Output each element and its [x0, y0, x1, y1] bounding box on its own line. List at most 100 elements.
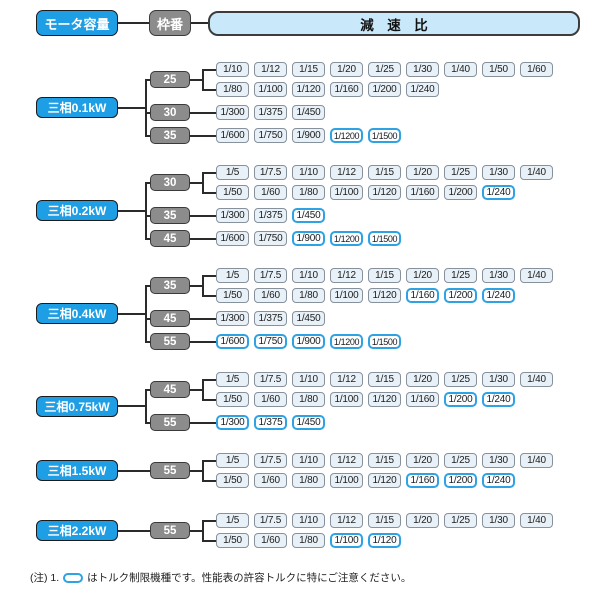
- ratio-box: 1/25: [444, 165, 477, 180]
- frame-number-box: 25: [150, 71, 190, 88]
- ratio-box: 1/40: [444, 62, 477, 77]
- ratio-box-torque-limited: 1/1200: [330, 334, 363, 349]
- connector-line: [145, 284, 147, 343]
- connector-line: [190, 469, 203, 472]
- ratio-box: 1/300: [216, 311, 249, 326]
- ratio-box: 1/30: [482, 453, 515, 468]
- ratio-box: 1/12: [254, 62, 287, 77]
- connector-line: [203, 479, 216, 482]
- ratio-box-torque-limited: 1/1500: [368, 231, 401, 246]
- connector-line: [190, 284, 203, 287]
- connector-line: [202, 274, 204, 297]
- connector-line: [146, 78, 150, 81]
- frame-number-box: 45: [150, 310, 190, 327]
- ratio-box: 1/25: [444, 268, 477, 283]
- connector-line: [203, 378, 216, 381]
- ratio-box: 1/10: [216, 62, 249, 77]
- ratio-box-torque-limited: 1/200: [444, 392, 477, 407]
- connector-line: [190, 214, 216, 217]
- ratio-box: 1/80: [292, 288, 325, 303]
- ratio-box: 1/5: [216, 453, 249, 468]
- ratio-box: 1/375: [254, 105, 287, 120]
- ratio-box: 1/20: [330, 62, 363, 77]
- frame-number-box: 45: [150, 230, 190, 247]
- ratio-box: 1/15: [368, 165, 401, 180]
- ratio-box: 1/10: [292, 268, 325, 283]
- ratio-box: 1/10: [292, 513, 325, 528]
- ratio-box-torque-limited: 1/375: [254, 415, 287, 430]
- frame-number-box: 55: [150, 414, 190, 431]
- motor-capacity-box: 三相0.2kW: [36, 200, 118, 221]
- ratio-box: 1/450: [292, 311, 325, 326]
- connector-line: [146, 134, 150, 137]
- ratio-box: 1/15: [368, 372, 401, 387]
- ratio-box: 1/300: [216, 208, 249, 223]
- ratio-box-torque-limited: 1/160: [406, 473, 439, 488]
- ratio-box: 1/60: [254, 473, 287, 488]
- ratio-box-torque-limited: 1/1500: [368, 334, 401, 349]
- ratio-box: 1/12: [330, 372, 363, 387]
- ratio-box-torque-limited: 1/240: [482, 288, 515, 303]
- ratio-box: 1/15: [292, 62, 325, 77]
- ratio-box: 1/60: [254, 533, 287, 548]
- ratio-box: 1/30: [482, 268, 515, 283]
- ratio-box: 1/750: [254, 231, 287, 246]
- ratio-box: 1/50: [216, 288, 249, 303]
- connector-line: [202, 459, 204, 482]
- ratio-box: 1/120: [292, 82, 325, 97]
- ratio-box: 1/80: [292, 533, 325, 548]
- connector-line: [146, 317, 150, 320]
- ratio-box: 1/450: [292, 105, 325, 120]
- ratio-box-torque-limited: 1/200: [444, 473, 477, 488]
- ratio-box: 1/7.5: [254, 513, 287, 528]
- connector-line: [146, 421, 150, 424]
- ratio-box: 1/50: [482, 62, 515, 77]
- connector-line: [146, 237, 150, 240]
- frame-number-header: 枠番: [149, 10, 191, 36]
- motor-capacity-box: 三相0.4kW: [36, 303, 118, 324]
- reduction-ratio-header: 減 速 比: [208, 11, 580, 36]
- ratio-box: 1/30: [406, 62, 439, 77]
- connector-line: [203, 274, 216, 277]
- ratio-box: 1/12: [330, 513, 363, 528]
- ratio-box: 1/60: [254, 185, 287, 200]
- ratio-box-torque-limited: 1/900: [292, 334, 325, 349]
- ratio-box-torque-limited: 1/450: [292, 415, 325, 430]
- ratio-box: 1/25: [444, 513, 477, 528]
- ratio-box: 1/160: [406, 185, 439, 200]
- connector-line: [203, 191, 216, 194]
- ratio-box: 1/30: [482, 165, 515, 180]
- ratio-box: 1/25: [444, 453, 477, 468]
- ratio-box: 1/750: [254, 128, 287, 143]
- ratio-box: 1/12: [330, 453, 363, 468]
- ratio-box: 1/80: [292, 392, 325, 407]
- frame-number-box: 55: [150, 462, 190, 479]
- ratio-box: 1/20: [406, 513, 439, 528]
- ratio-box: 1/30: [482, 372, 515, 387]
- connector-line: [203, 459, 216, 462]
- connector-line: [145, 181, 147, 240]
- ratio-box: 1/50: [216, 533, 249, 548]
- frame-number-box: 30: [150, 174, 190, 191]
- connector-line: [146, 214, 150, 217]
- motor-capacity-box: 三相0.75kW: [36, 395, 118, 417]
- ratio-box-torque-limited: 1/750: [254, 334, 287, 349]
- connector-line: [203, 519, 216, 522]
- ratio-box: 1/7.5: [254, 372, 287, 387]
- ratio-box: 1/60: [254, 288, 287, 303]
- motor-capacity-header: モータ容量: [36, 10, 118, 36]
- connector-line: [190, 78, 203, 81]
- frame-number-box: 35: [150, 207, 190, 224]
- connector-line: [203, 68, 216, 71]
- ratio-box: 1/5: [216, 372, 249, 387]
- connector-line: [118, 312, 146, 315]
- ratio-box: 1/40: [520, 165, 553, 180]
- connector-line: [203, 294, 216, 297]
- connector-line: [190, 111, 216, 114]
- connector-line: [203, 398, 216, 401]
- connector-line: [118, 106, 146, 109]
- connector-line: [190, 529, 203, 532]
- connector-line: [146, 340, 150, 343]
- ratio-box: 1/60: [254, 392, 287, 407]
- ratio-box: 1/5: [216, 165, 249, 180]
